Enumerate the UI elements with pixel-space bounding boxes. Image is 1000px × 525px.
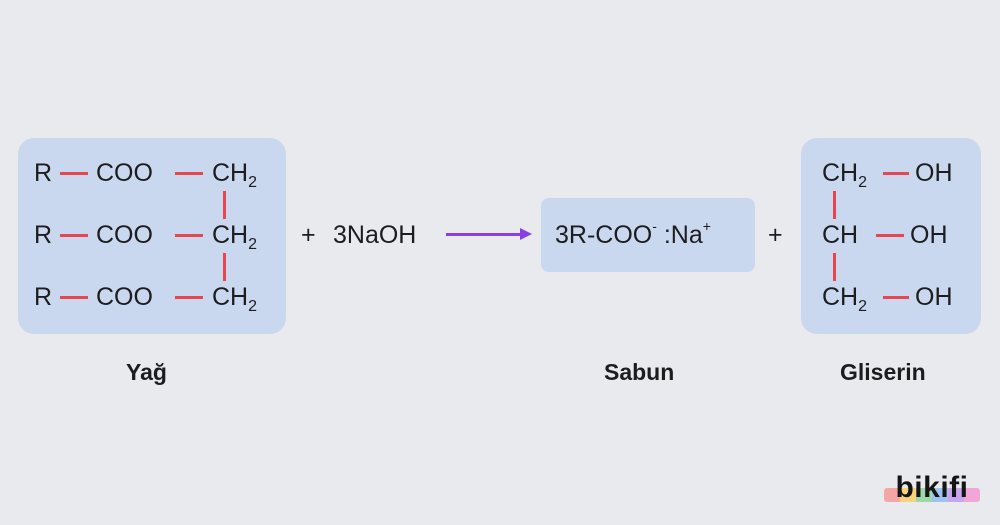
glycerin-oh-1: OH	[915, 159, 953, 187]
soap-molecule-box	[541, 198, 755, 272]
logo-stripe	[948, 488, 964, 502]
glycerin-oh-2: OH	[910, 221, 948, 249]
fat-ch2-1: CH2	[212, 159, 258, 191]
fat-label: Yağ	[126, 359, 167, 385]
fat-ch2-3: CH2	[212, 283, 258, 315]
fat-bond-r-coo-3	[60, 296, 88, 299]
glycerin-bond-oh-3	[883, 296, 909, 299]
logo-text: bikifi	[895, 471, 969, 504]
fat-r-3: R	[34, 283, 53, 311]
soap-formula: 3R-COO- :Na+	[555, 218, 711, 249]
glycerin-oh-3: OH	[915, 283, 953, 311]
naoh-formula: 3NaOH	[333, 221, 417, 249]
fat-coo-1: COO	[96, 159, 153, 187]
logo-stripes	[884, 488, 980, 502]
logo-stripe	[932, 488, 948, 502]
glycerin-bond-oh-2	[876, 234, 904, 237]
fat-bond-vertical-1	[223, 191, 226, 219]
logo-stripe	[884, 488, 900, 502]
glycerin-bond-vertical-1	[833, 191, 836, 219]
fat-bond-r-coo-1	[60, 172, 88, 175]
fat-bond-coo-ch2-1	[175, 172, 203, 175]
fat-ch2-2: CH2	[212, 221, 258, 253]
bikifi-logo: bikifi	[884, 470, 980, 506]
fat-bond-coo-ch2-2	[175, 234, 203, 237]
plus-sign-1: +	[301, 221, 316, 249]
fat-bond-vertical-2	[223, 253, 226, 281]
glycerin-ch2-1: CH2	[822, 159, 868, 191]
fat-r-2: R	[34, 221, 53, 249]
glycerin-bond-oh-1	[883, 172, 909, 175]
fat-coo-3: COO	[96, 283, 153, 311]
fat-bond-r-coo-2	[60, 234, 88, 237]
reaction-arrow-line	[446, 233, 522, 236]
glycerin-ch2-3: CH2	[822, 283, 868, 315]
soap-label: Sabun	[604, 359, 675, 385]
glycerin-ch: CH	[822, 221, 859, 249]
plus-sign-2: +	[768, 221, 783, 249]
logo-stripe	[900, 488, 916, 502]
logo-stripe	[916, 488, 932, 502]
fat-r-1: R	[34, 159, 53, 187]
reaction-arrow-head-icon	[520, 228, 532, 240]
fat-bond-coo-ch2-3	[175, 296, 203, 299]
logo-stripe	[964, 488, 980, 502]
fat-coo-2: COO	[96, 221, 153, 249]
glycerin-bond-vertical-2	[833, 253, 836, 281]
glycerin-label: Gliserin	[840, 359, 926, 385]
